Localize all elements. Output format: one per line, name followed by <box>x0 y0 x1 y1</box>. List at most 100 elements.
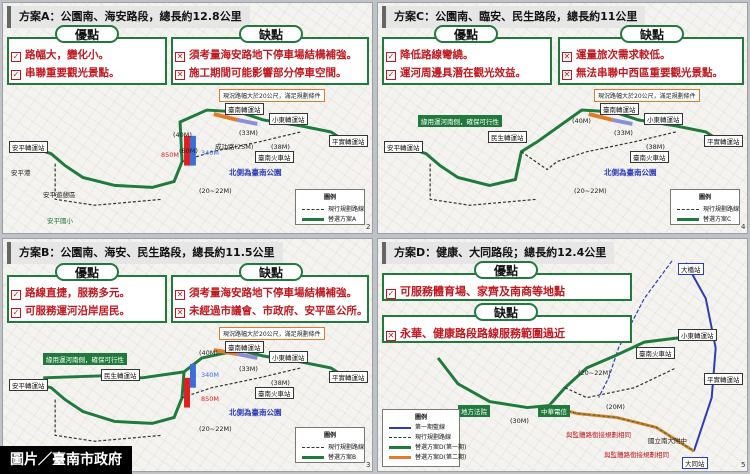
label-33m: (33M) <box>614 129 633 137</box>
page-number: 4 <box>741 223 746 231</box>
plan-c-legend: 圖例 現行規劃路線 替選方案C <box>670 189 740 225</box>
label-340m: 340M <box>201 371 220 379</box>
station-anping: 安平轉運站 <box>9 141 48 153</box>
label-anping-port: 安平港 <box>11 169 31 177</box>
plan-d-pros-heading: 優點 <box>474 261 538 279</box>
plan-a-title: 方案A：公園南、海安路段，總長約12.8公里 <box>7 6 250 28</box>
station-tainan-rail: 臺南火車站 <box>255 387 294 399</box>
label-38m: (38M) <box>646 143 665 151</box>
cross-box-icon: ✕ <box>175 52 185 62</box>
plan-b-title: 方案B：公園南、海安、民生路段，總長約11.5公里 <box>7 242 283 264</box>
station-anping: 安平轉運站 <box>384 141 423 153</box>
panel-plan-d: 方案D：健康、大同路段；總長約12.4公里 優點 ✓可服務體育場、家齊及南商等地… <box>377 238 748 472</box>
station-pingshi: 平實轉運站 <box>329 135 368 147</box>
plan-a-pro-1: ✓路幅大，變化小。 <box>11 49 109 62</box>
plan-d-con-1: ✕永華、健康路段路線服務範圍過近 <box>386 327 565 341</box>
plan-c-width-note: 現況路幅大於20公尺，滿足規劃條件 <box>594 89 700 102</box>
label-anping-recreation: 安平遊憩區 <box>43 191 76 199</box>
station-datong: 大同站 <box>682 457 708 469</box>
plan-a-pro-2: ✓串聯重要觀光景點。 <box>11 67 120 80</box>
plan-d-legend: 圖例 第一期藍線 現行規劃路線 替選方案D(第一期) 替選方案D(第二期) <box>382 409 466 467</box>
station-tainan-transfer: 臺南轉運站 <box>600 103 639 115</box>
label-850m: 850M <box>161 151 180 159</box>
page-number: 2 <box>366 223 371 231</box>
cross-box-icon: ✕ <box>175 290 185 300</box>
station-xiaodong: 小東轉運站 <box>269 113 308 125</box>
label-38m: (38M) <box>271 379 290 387</box>
plan-d-title: 方案D：健康、大同路段；總長約12.4公里 <box>382 242 615 264</box>
label-north-park: 北側為臺南公園 <box>229 408 282 417</box>
panel-plan-a: 方案A：公園南、海安路段，總長約12.8公里 優點 ✓路幅大，變化小。 ✓串聯重… <box>2 2 373 234</box>
label-chenggong-rd: 成功路(25M) <box>215 143 254 151</box>
panel-plan-b: 方案B：公園南、海安、民生路段，總長約11.5公里 優點 ✓路線直捷，服務多元。… <box>2 238 373 472</box>
label-north-park: 北側為臺南公園 <box>604 168 657 177</box>
label-20-22m: (20~22M) <box>578 369 611 377</box>
plan-b-width-note: 現況路幅大於20公尺，滿足規劃條件 <box>219 327 325 340</box>
cross-box-icon: ✕ <box>386 331 396 341</box>
label-340m: 340M <box>201 149 220 157</box>
label-20-22m: (20~22M) <box>199 425 232 433</box>
label-anping-school: 安平國小 <box>47 217 73 225</box>
check-icon: ✓ <box>11 308 21 318</box>
plan-b-cons-heading: 缺點 <box>239 263 303 281</box>
label-40m: (40M) <box>173 131 192 139</box>
place-chunghwa-telecom: 中華電信 <box>538 405 570 417</box>
page-number: 3 <box>366 461 371 469</box>
plan-a-con-2: ✕施工期間可能影響部分停車空間。 <box>175 67 347 80</box>
plan-c-title: 方案C：公園南、臨安、民生路段，總長約11公里 <box>382 6 646 28</box>
label-30m: (30M) <box>510 417 529 425</box>
plan-b-pro-1: ✓路線直捷，服務多元。 <box>11 287 130 300</box>
station-xiaodong: 小東轉運站 <box>644 113 683 125</box>
label-20-22m: (20~22M) <box>574 187 607 195</box>
cross-box-icon: ✕ <box>175 308 185 318</box>
plan-b-canal-note: 緣用運河南側，確保可行性 <box>43 353 127 365</box>
station-tainan-rail: 臺南火車站 <box>636 347 675 359</box>
station-tainan-rail: 臺南火車站 <box>255 151 294 163</box>
image-credit: 圖片／臺南市政府 <box>0 446 132 474</box>
plan-d-pro-1: ✓可服務體育場、家齊及南商等地點 <box>386 285 565 299</box>
plan-c-pros-heading: 優點 <box>434 25 498 43</box>
plan-a-cons-heading: 缺點 <box>239 25 303 43</box>
plan-c-canal-note: 緣用運河南側，確保可行性 <box>418 115 502 127</box>
place-district-court: 地方法院 <box>458 405 490 417</box>
station-xiaodong: 小東轉運站 <box>269 351 308 363</box>
label-33m: (33M) <box>239 365 258 373</box>
cross-box-icon: ✕ <box>562 70 572 80</box>
station-pingshi: 平實轉運站 <box>704 373 743 385</box>
label-60m: (60M) <box>179 147 198 155</box>
plan-b-con-2: ✕未經過市議會、市政府、安平區公所。 <box>175 305 368 318</box>
cross-box-icon: ✕ <box>175 70 185 80</box>
plan-a-con-1: ✕須考量海安路地下停車場結構補強。 <box>175 49 357 62</box>
plan-b-con-1: ✕須考量海安路地下停車場結構補強。 <box>175 287 357 300</box>
label-40m: (40M) <box>572 117 591 125</box>
station-tainan-transfer: 臺南轉運站 <box>225 341 264 353</box>
label-20m: (20M) <box>606 403 625 411</box>
station-tainan-transfer: 臺南轉運站 <box>225 103 264 115</box>
station-pingshi: 平實轉運站 <box>329 371 368 383</box>
panel-plan-c: 方案C：公園南、臨安、民生路段，總長約11公里 優點 ✓降低路線彎繞。 ✓運河周… <box>377 2 748 234</box>
label-850m: 850M <box>201 395 220 403</box>
plan-c-pro-2: ✓運河周邊具潛在觀光效益。 <box>386 67 526 80</box>
check-icon: ✓ <box>386 70 396 80</box>
station-daqiao: 大橋站 <box>678 263 704 275</box>
label-north-park: 北側為臺南公園 <box>229 168 282 177</box>
label-20-22m: (20~22M) <box>199 187 232 195</box>
plan-b-pro-2: ✓可服務運河沿岸居民。 <box>11 305 130 318</box>
station-pingshi: 平實轉運站 <box>704 135 743 147</box>
page-number: 5 <box>741 461 746 469</box>
label-33m: (33M) <box>239 129 258 137</box>
station-anping: 安平轉運站 <box>9 379 48 391</box>
plan-b-pros-heading: 優點 <box>55 263 119 281</box>
cross-box-icon: ✕ <box>562 52 572 62</box>
label-40m: (40M) <box>199 349 218 357</box>
station-minsheng: 民生轉運站 <box>101 369 140 381</box>
label-same-plan-1: 與監體路銜接規劃相同 <box>566 431 631 439</box>
plan-a-legend: 圖例 現行規劃路線 替選方案A <box>295 189 365 225</box>
check-icon: ✓ <box>11 52 21 62</box>
route-map-plan-d <box>436 260 717 453</box>
plan-a-pros-heading: 優點 <box>55 25 119 43</box>
plan-d-cons-heading: 缺點 <box>474 303 538 321</box>
check-icon: ✓ <box>11 290 21 300</box>
station-minsheng: 民生轉運站 <box>488 131 527 143</box>
label-same-plan-2: 與監體路銜接規劃相同 <box>604 451 669 459</box>
